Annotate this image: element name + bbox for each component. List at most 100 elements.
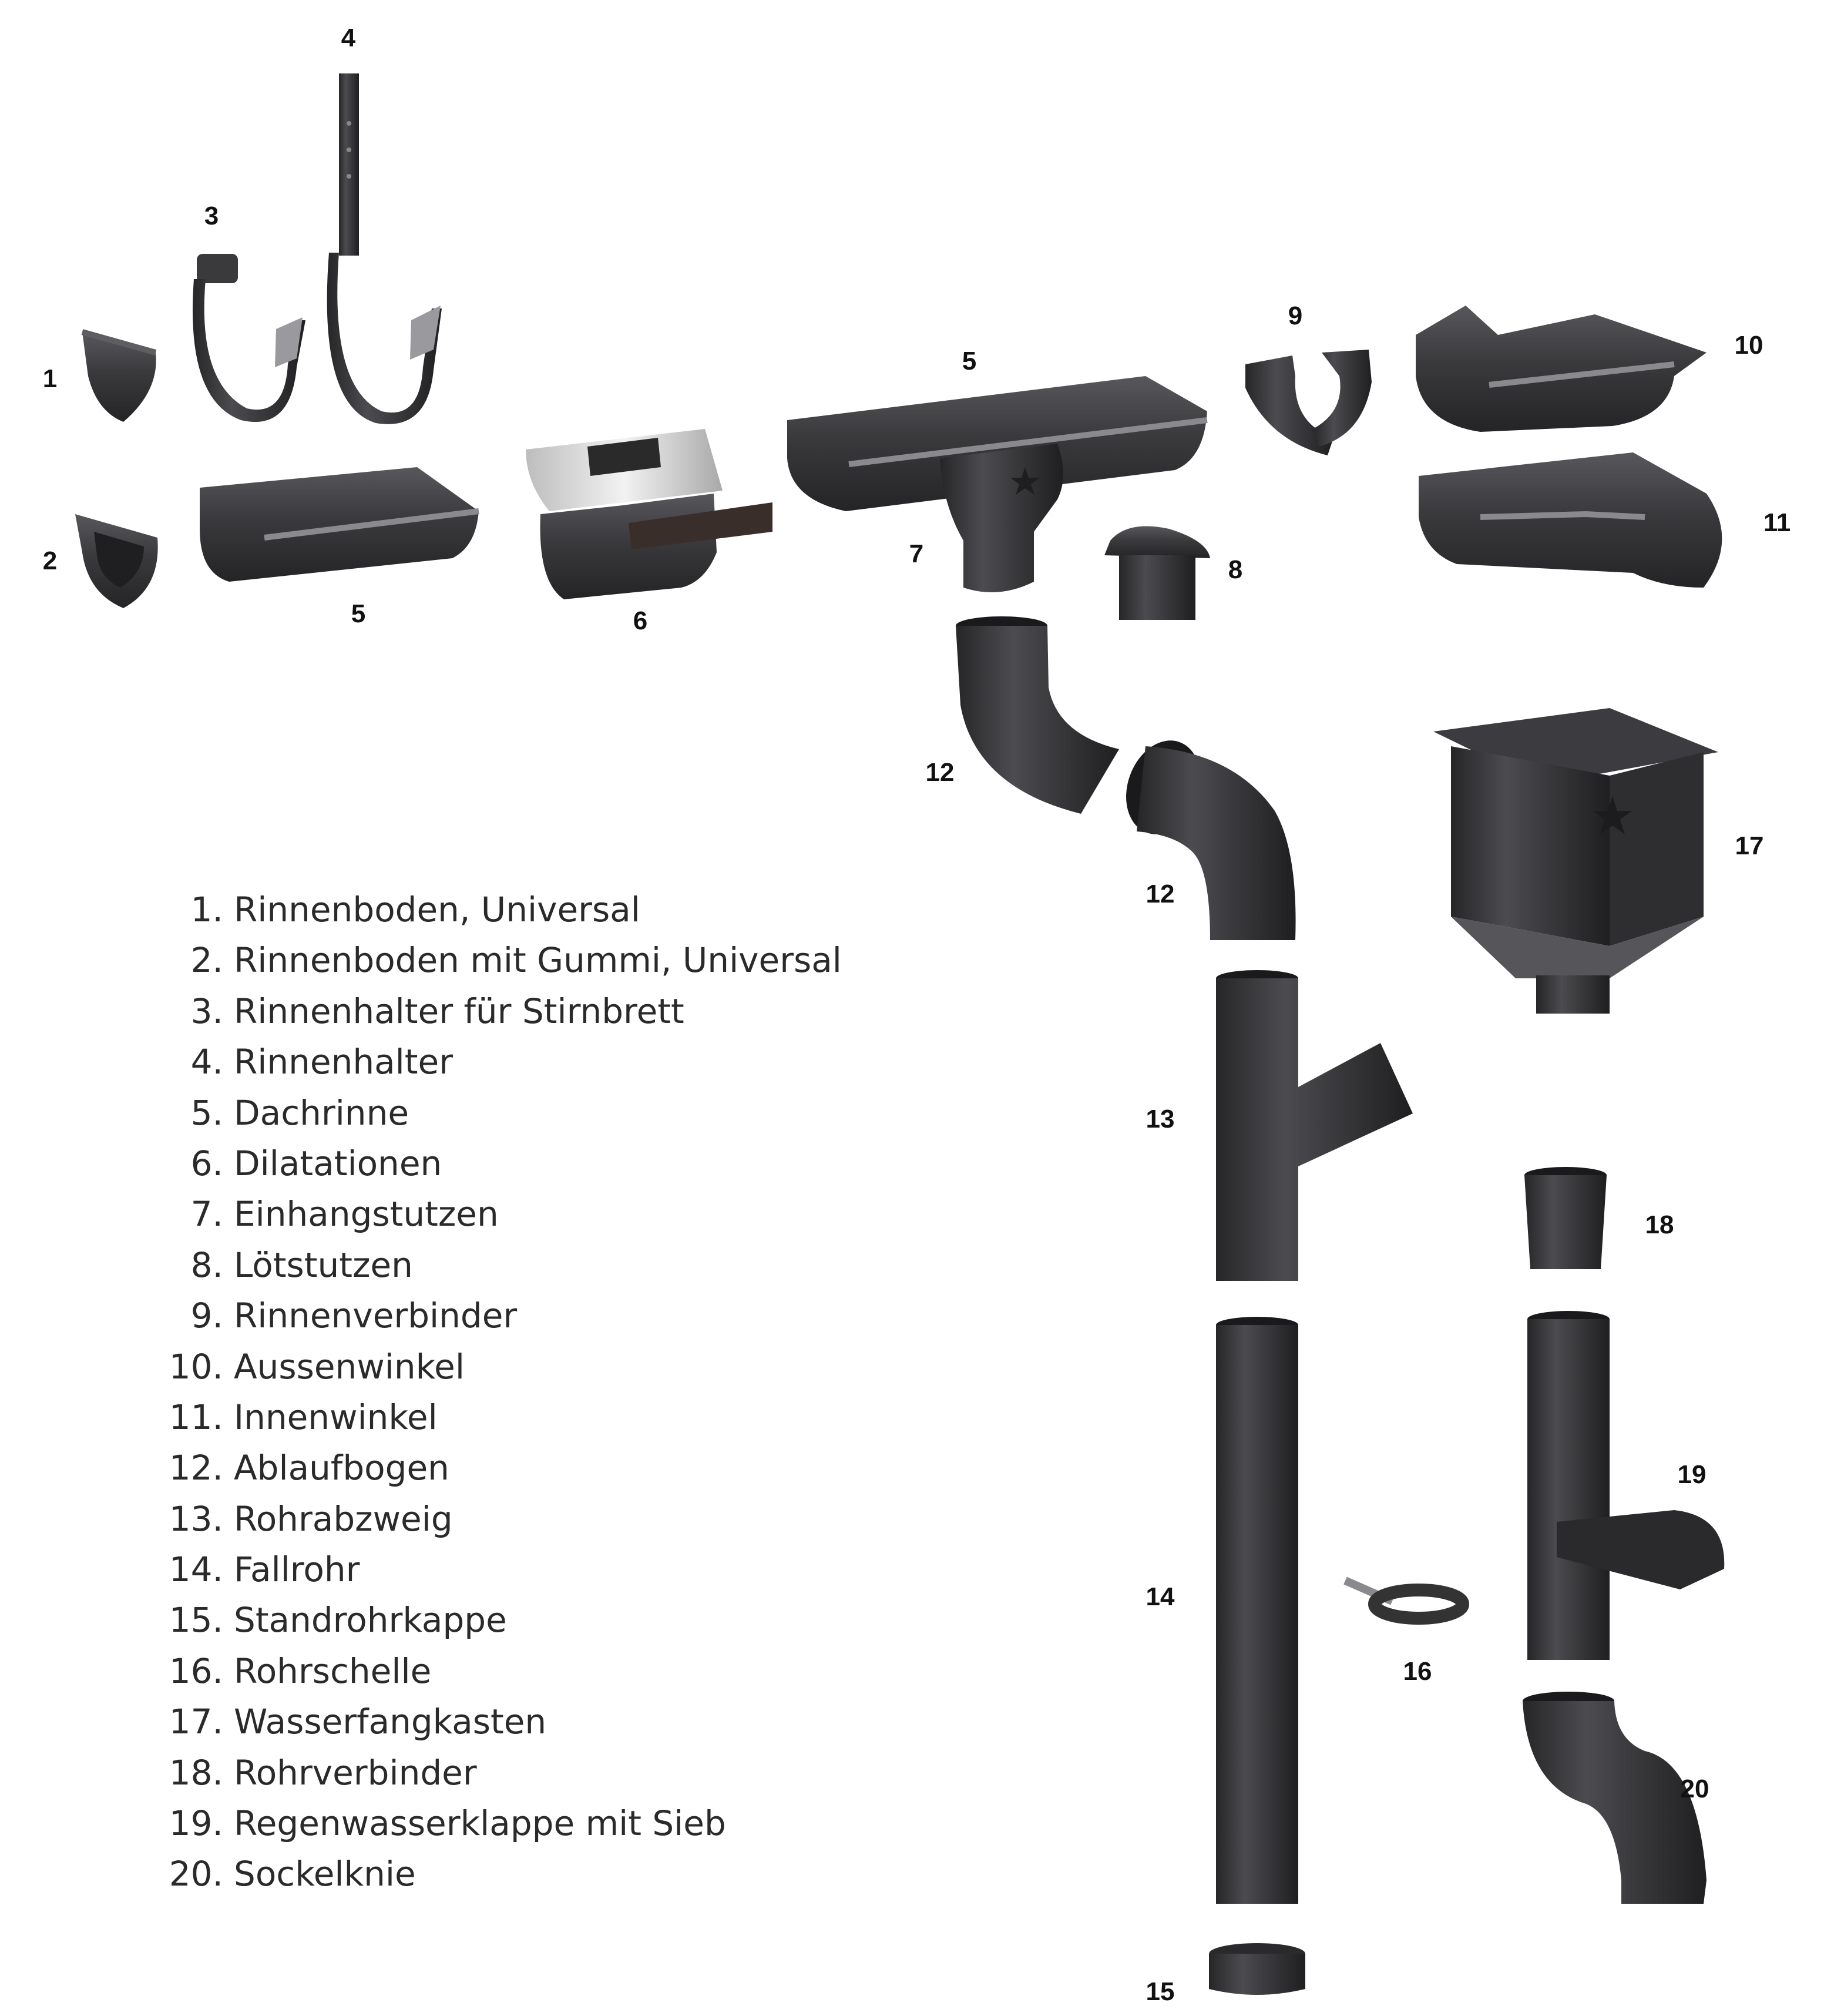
- legend-text: Lötstutzen: [234, 1245, 413, 1285]
- legend-item: 10. Aussenwinkel: [147, 1341, 842, 1392]
- legend-item: 20. Sockelknie: [147, 1849, 842, 1899]
- legend-number: 12.: [169, 1448, 223, 1488]
- part-11-internal-corner: [1419, 452, 1722, 588]
- legend-text: Regenwasserklappe mit Sieb: [234, 1803, 726, 1844]
- part-20-offset-elbow: [1523, 1692, 1707, 1904]
- legend-item: 12. Ablaufbogen: [147, 1443, 842, 1493]
- callout-6: 6: [633, 606, 648, 635]
- callout-1: 1: [42, 364, 58, 393]
- part-9-gutter-connector: [1245, 350, 1372, 455]
- callout-10: 10: [1734, 331, 1763, 360]
- legend-number: 18.: [169, 1752, 223, 1793]
- part-14-downpipe: [1216, 1317, 1298, 1904]
- callout-2: 2: [42, 546, 58, 575]
- callout-17: 17: [1735, 831, 1764, 860]
- legend-item: 6. Dilatationen: [147, 1138, 842, 1189]
- legend-text: Rinnenhalter für Stirnbrett: [234, 991, 684, 1031]
- legend-number: 11.: [169, 1397, 223, 1437]
- callout-14: 14: [1146, 1582, 1175, 1611]
- part-13-pipe-branch: [1216, 970, 1413, 1281]
- legend-text: Rohrverbinder: [234, 1752, 477, 1793]
- legend-text: Wasserfangkasten: [234, 1702, 547, 1742]
- legend-item: 8. Lötstutzen: [147, 1240, 842, 1290]
- legend-text: Dachrinne: [234, 1092, 409, 1133]
- legend-item: 3. Rinnenhalter für Stirnbrett: [147, 986, 842, 1036]
- part-5-gutter-small: [200, 467, 479, 582]
- legend-item: 11. Innenwinkel: [147, 1392, 842, 1443]
- callout-7: 7: [909, 539, 924, 568]
- callout-20: 20: [1680, 1775, 1709, 1803]
- callout-12-lower: 12: [1146, 880, 1175, 908]
- part-16-pipe-clamp: [1343, 1576, 1469, 1625]
- legend-text: Fallrohr: [234, 1549, 360, 1590]
- legend-number: 4.: [190, 1042, 223, 1082]
- callout-9: 9: [1288, 301, 1303, 330]
- legend-text: Sockelknie: [234, 1854, 416, 1894]
- part-10-external-corner: [1416, 306, 1707, 432]
- legend-number: 15.: [169, 1600, 223, 1641]
- legend-text: Standrohrkappe: [234, 1600, 507, 1641]
- callout-16: 16: [1403, 1657, 1432, 1686]
- part-12-downpipe-elbow-upper: [956, 616, 1119, 814]
- legend-text: Rinnenboden, Universal: [234, 890, 640, 930]
- legend-number: 2.: [190, 940, 223, 981]
- legend-number: 1.: [190, 890, 223, 930]
- part-3-fascia-gutter-hanger: [192, 254, 305, 422]
- legend-item: 15. Standrohrkappe: [147, 1595, 842, 1645]
- legend-number: 16.: [169, 1651, 223, 1691]
- legend-number: 10.: [169, 1346, 223, 1387]
- legend-number: 7.: [190, 1194, 223, 1235]
- part-2-gutter-end-cap-rubber: [75, 514, 158, 608]
- part-5-gutter-with-outlet: [787, 376, 1208, 592]
- callout-15: 15: [1146, 1977, 1175, 2006]
- legend-text: Dilatationen: [234, 1143, 442, 1183]
- legend-number: 5.: [190, 1092, 223, 1133]
- legend-number: 20.: [169, 1854, 223, 1894]
- part-8-solder-outlet: [1104, 526, 1210, 620]
- legend-item: 5. Dachrinne: [147, 1088, 842, 1138]
- legend-item: 13. Rohrabzweig: [147, 1494, 842, 1544]
- legend-text: Innenwinkel: [234, 1397, 438, 1437]
- legend-item: 17. Wasserfangkasten: [147, 1696, 842, 1747]
- callout-13: 13: [1146, 1105, 1175, 1133]
- part-18-pipe-connector: [1524, 1167, 1607, 1269]
- callout-5-small-gutter: 5: [351, 599, 366, 628]
- callout-11: 11: [1763, 508, 1791, 537]
- legend-item: 19. Regenwasserklappe mit Sieb: [147, 1798, 842, 1849]
- legend-number: 8.: [190, 1245, 223, 1285]
- legend-item: 9. Rinnenverbinder: [147, 1290, 842, 1341]
- callout-5-main-gutter: 5: [962, 347, 977, 375]
- legend-text: Ablaufbogen: [234, 1448, 449, 1488]
- legend-text: Aussenwinkel: [234, 1346, 465, 1387]
- parts-legend: 1. Rinnenboden, Universal 2. Rinnenboden m…: [147, 884, 842, 1900]
- legend-text: Rinnenhalter: [234, 1042, 454, 1082]
- callout-3: 3: [204, 202, 219, 230]
- callout-8: 8: [1228, 555, 1243, 584]
- legend-item: 16.Rohrschelle: [147, 1646, 842, 1696]
- legend-text: Rinnenboden mit Gummi, Universal: [234, 940, 842, 981]
- legend-item: 7. Einhangstutzen: [147, 1189, 842, 1239]
- legend-number: 6.: [190, 1143, 223, 1183]
- legend-text: Rohrabzweig: [234, 1498, 453, 1539]
- part-17-rainwater-hopper: [1433, 708, 1718, 1014]
- part-6-expansion-joint: [526, 429, 772, 599]
- legend-item: 14.Fallrohr: [147, 1544, 842, 1595]
- legend-item: 2. Rinnenboden mit Gummi, Universal: [147, 935, 842, 985]
- legend-text: Rinnenverbinder: [234, 1296, 518, 1336]
- part-15-standpipe-cap: [1209, 1943, 1305, 1995]
- legend-number: 3.: [190, 991, 223, 1031]
- legend-item: 18. Rohrverbinder: [147, 1747, 842, 1798]
- legend-item: 1. Rinnenboden, Universal: [147, 884, 842, 935]
- legend-number: 13.: [169, 1498, 223, 1539]
- part-12-downpipe-elbow-lower: [1126, 740, 1296, 940]
- part-4-gutter-hanger: [327, 73, 442, 424]
- legend-item: 4. Rinnenhalter: [147, 1036, 842, 1087]
- legend-number: 9.: [190, 1296, 223, 1336]
- legend-number: 19.: [169, 1803, 223, 1844]
- callout-19: 19: [1677, 1460, 1707, 1489]
- legend-number: 17.: [169, 1702, 223, 1742]
- callout-4: 4: [341, 24, 356, 52]
- legend-text: Einhangstutzen: [234, 1194, 499, 1235]
- part-19-rainwater-diverter: [1527, 1311, 1725, 1660]
